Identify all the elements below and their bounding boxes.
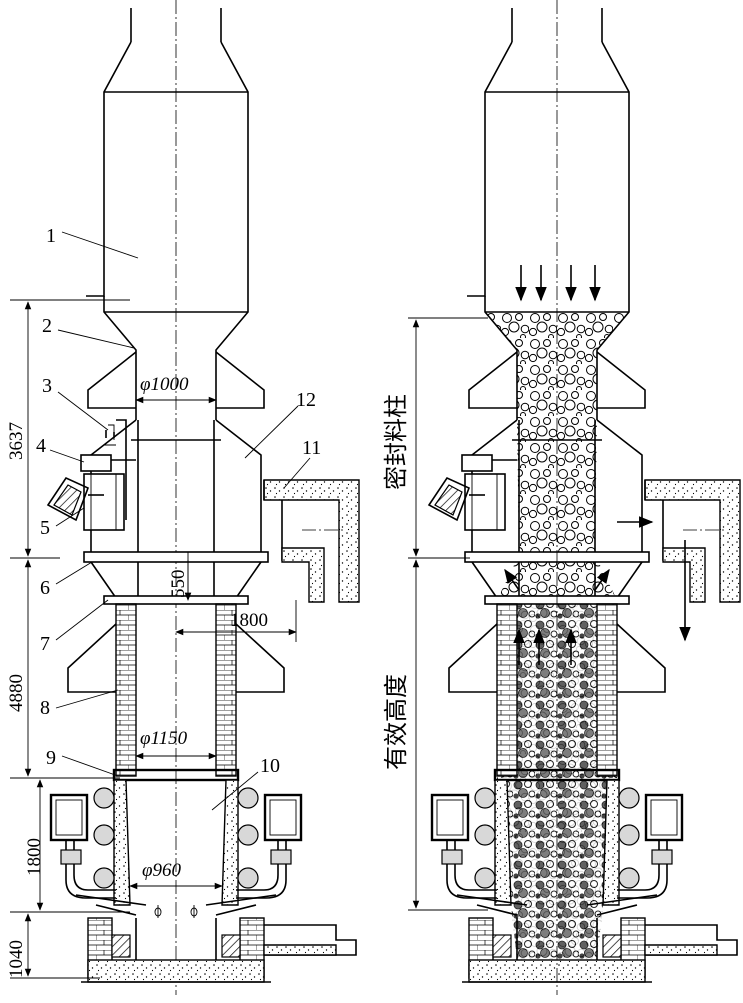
right-dimensions <box>408 317 488 911</box>
dim-lower-height: 1800 <box>24 838 45 876</box>
part-label-6: 6 <box>40 577 50 599</box>
part-label-12: 12 <box>296 389 316 411</box>
dim-inner-gap: 550 <box>168 570 189 599</box>
part-label-7: 7 <box>40 633 50 655</box>
part-number-labels: 1 2 3 4 5 6 7 8 9 10 11 12 <box>36 225 321 777</box>
dim-side-width: 1800 <box>230 610 268 631</box>
dim-top-diameter: φ1000 <box>140 374 189 395</box>
part-label-1: 1 <box>46 225 56 247</box>
label-seal-column: 密封料柱 <box>382 394 410 490</box>
part-label-4: 4 <box>36 435 46 457</box>
part-label-3: 3 <box>42 375 52 397</box>
left-dimensions <box>10 231 311 979</box>
part-label-9: 9 <box>46 747 56 769</box>
part-label-8: 8 <box>40 697 50 719</box>
label-effective-height: 有效高度 <box>382 674 410 770</box>
annotation-labels: 密封料柱 有效高度 <box>382 394 410 770</box>
part-label-2: 2 <box>42 315 52 337</box>
dim-seal-height: 3637 <box>6 422 27 460</box>
part-label-5: 5 <box>40 517 50 539</box>
part-label-11: 11 <box>302 437 321 459</box>
dim-base-height: 1040 <box>6 940 27 978</box>
dimension-labels: φ1000 φ1150 φ960 1800 550 3637 4880 1800… <box>6 374 268 978</box>
part-label-10: 10 <box>260 755 280 777</box>
right-furnace <box>428 0 741 995</box>
dim-middle-diameter: φ1150 <box>140 728 188 749</box>
dim-bottom-diameter: φ960 <box>142 860 182 881</box>
dim-effective-height: 4880 <box>6 674 27 712</box>
left-furnace <box>47 0 360 995</box>
